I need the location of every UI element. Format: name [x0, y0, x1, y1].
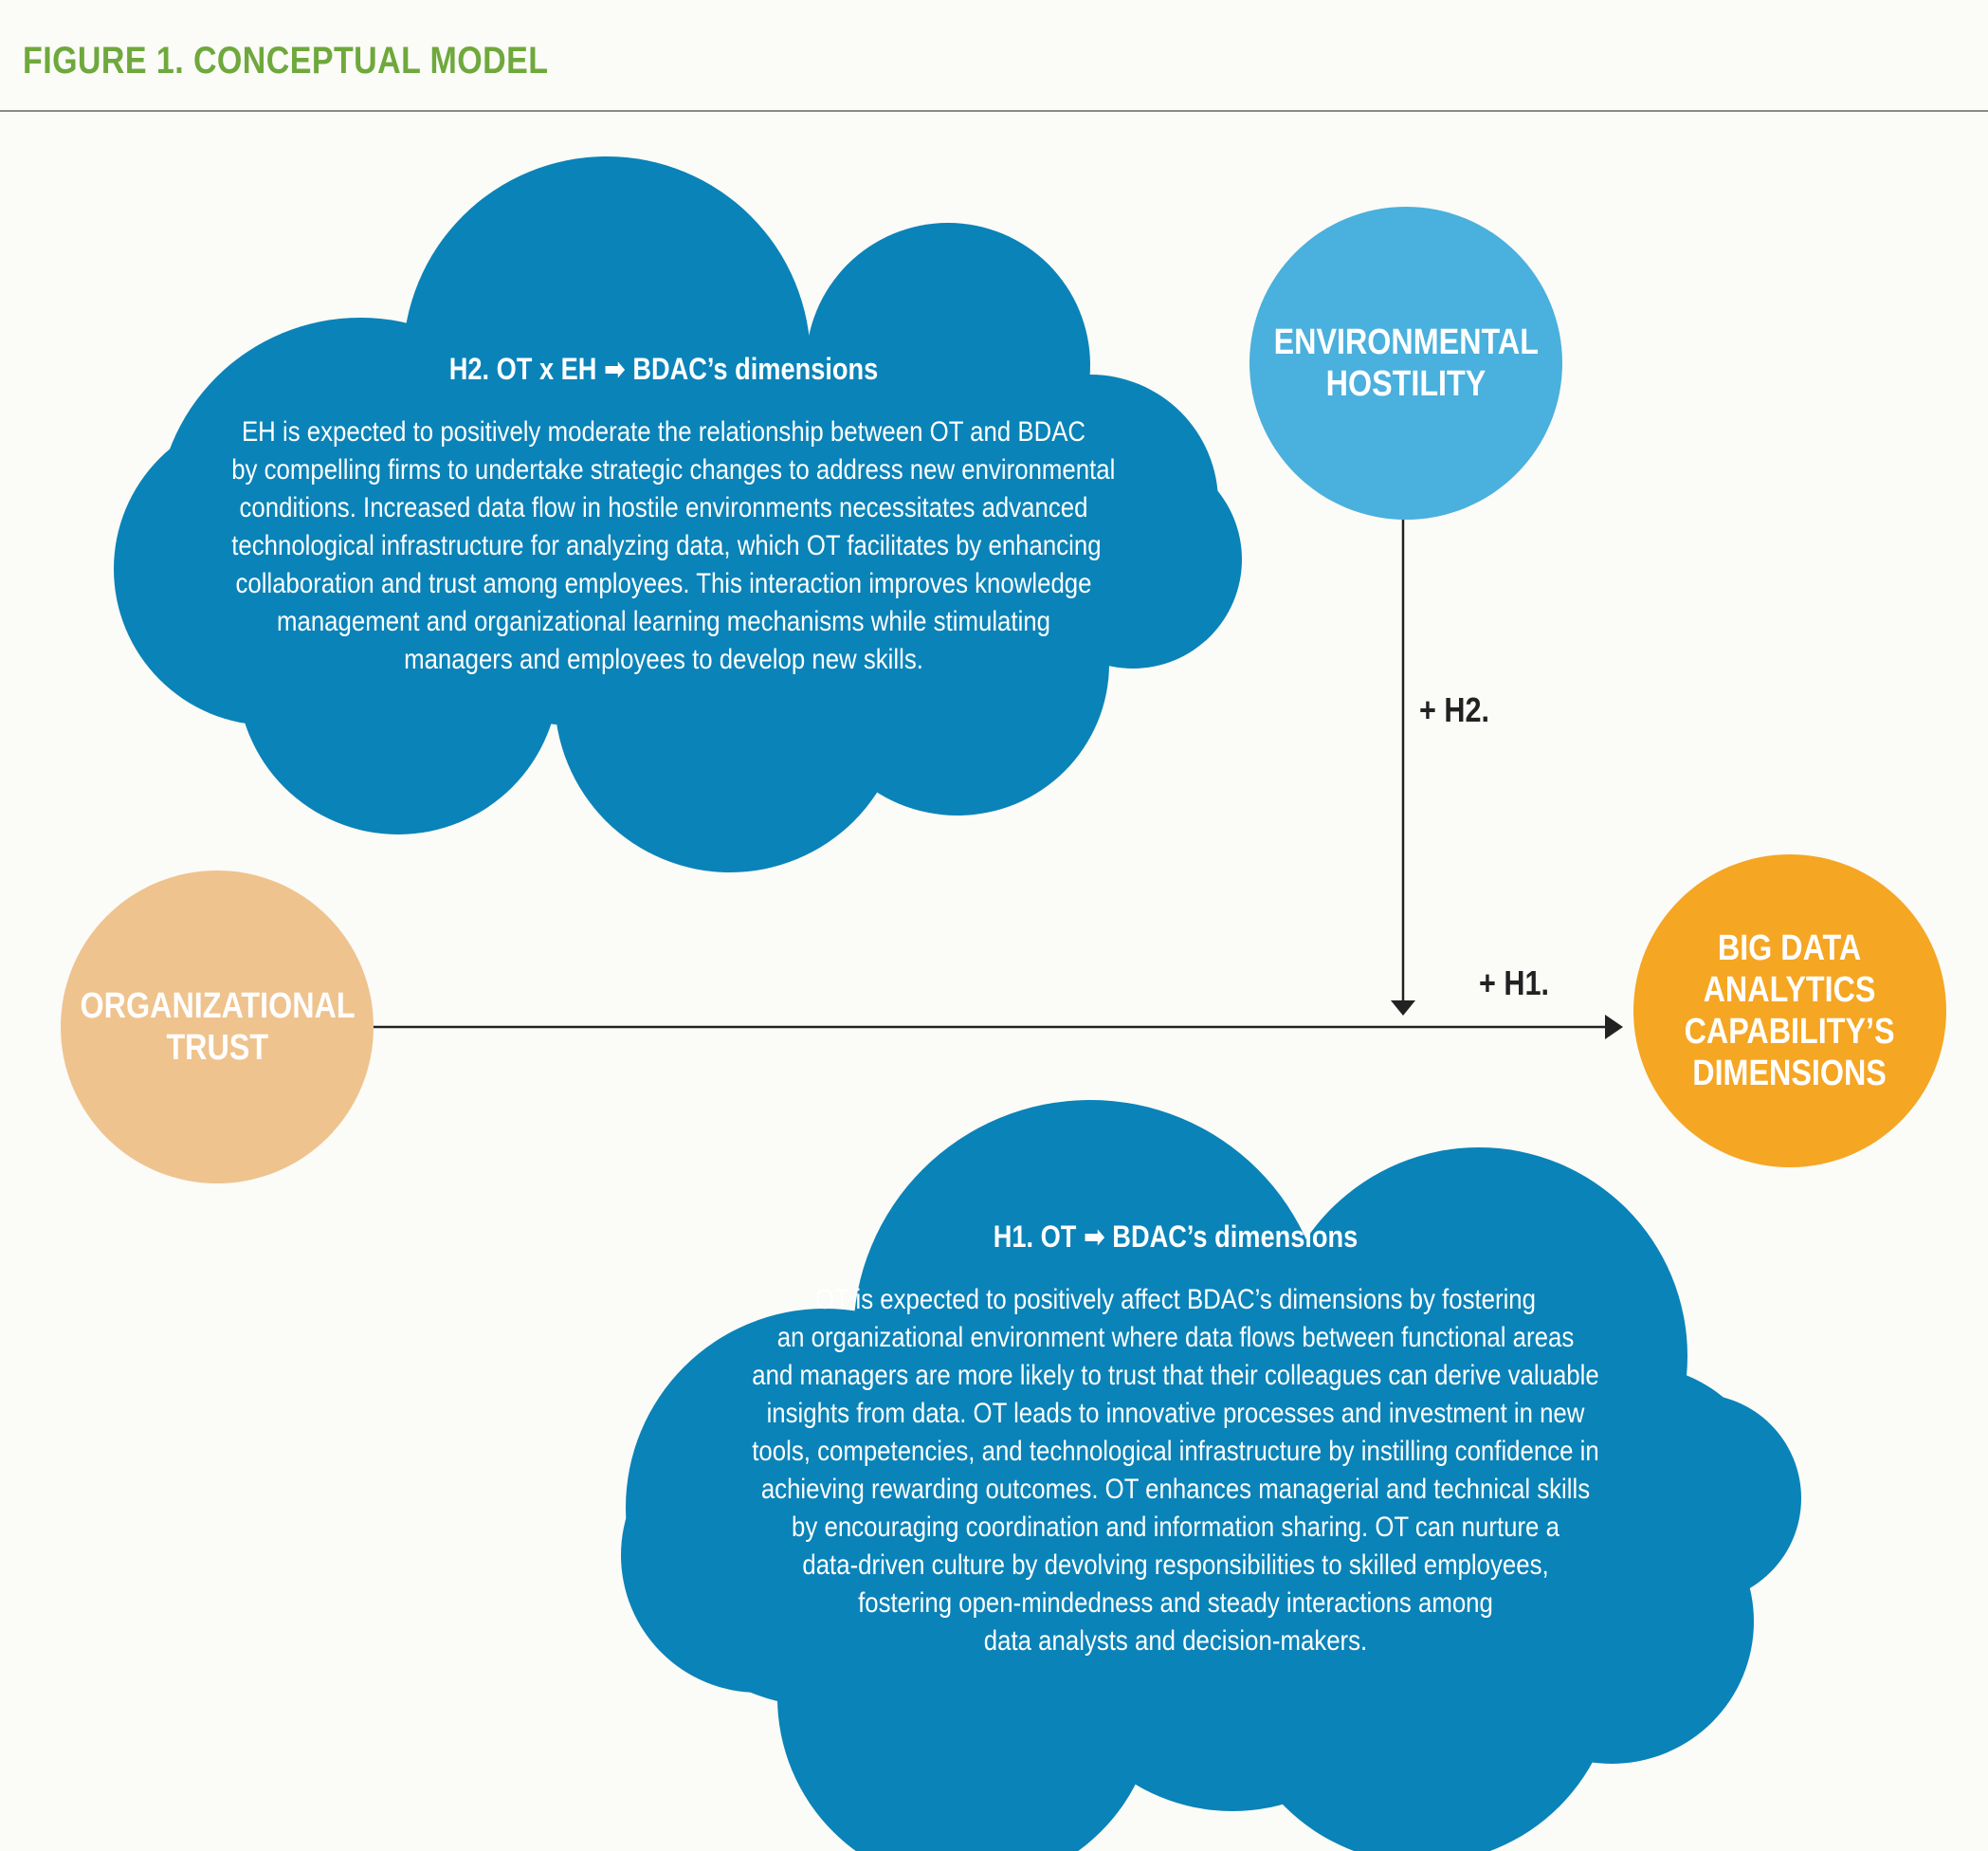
bdac-label: BIG DATA ANALYTICS CAPABILITY’S DIMENSIO…: [1685, 928, 1895, 1093]
h1-edge-label: + H1.: [1479, 963, 1549, 1002]
cloud-h1-line: by encouraging coordination and informat…: [792, 1512, 1559, 1543]
environmental-hostility-label: ENVIRONMENTAL HOSTILITY: [1273, 322, 1539, 404]
cloud-h1-line: and managers are more likely to trust th…: [752, 1360, 1599, 1391]
cloud-h1-body: OT is expected to positively affect BDAC…: [736, 1281, 1616, 1660]
cloud-h2-line: by compelling firms to undertake strateg…: [231, 454, 1116, 486]
organizational-trust-node: [61, 871, 374, 1183]
cloud-h2-body: EH is expected to positively moderate th…: [231, 413, 1116, 679]
cloud-h2-line: collaboration and trust among employees.…: [235, 568, 1092, 599]
cloud-h1-line: tools, competencies, and technological i…: [752, 1436, 1599, 1467]
title-divider: [0, 110, 1988, 112]
cloud-h2-text: H2. OT x EH ➡ BDAC’s dimensions EH is ex…: [161, 351, 1166, 679]
bdac-node: [1633, 854, 1946, 1167]
cloud-h2-line: technological infrastructure for analyzi…: [231, 530, 1102, 561]
cloud-h2-title: H2. OT x EH ➡ BDAC’s dimensions: [448, 352, 879, 386]
cloud-h1-line: achieving rewarding outcomes. OT enhance…: [760, 1474, 1591, 1505]
h2-edge-label: + H2.: [1419, 690, 1489, 729]
cloud-h1-line: OT is expected to positively affect BDAC…: [814, 1284, 1537, 1315]
cloud-h2-line: managers and employees to develop new sk…: [404, 644, 923, 675]
cloud-h1-line: an organizational environment where data…: [776, 1322, 1575, 1353]
cloud-h2-shape: [114, 156, 1242, 872]
cloud-h1-text: H1. OT ➡ BDAC’s dimensions OT is expecte…: [664, 1219, 1687, 1660]
h1-arrowhead: [1605, 1015, 1623, 1039]
figure-title: FIGURE 1. CONCEPTUAL MODEL: [23, 40, 549, 82]
cloud-h1-line: data analysts and decision-makers.: [983, 1625, 1368, 1657]
h2-arrowhead: [1391, 1000, 1415, 1016]
cloud-h2-line: EH is expected to positively moderate th…: [241, 416, 1086, 448]
environmental-hostility-node: [1249, 207, 1562, 520]
cloud-h2-line: conditions. Increased data flow in hosti…: [239, 492, 1088, 523]
cloud-h1-line: fostering open-mindedness and steady int…: [858, 1587, 1493, 1619]
cloud-h2-line: management and organizational learning m…: [276, 606, 1051, 637]
cloud-h1-title: H1. OT ➡ BDAC’s dimensions: [993, 1219, 1359, 1254]
cloud-h1-line: insights from data. OT leads to innovati…: [766, 1398, 1585, 1429]
cloud-h1-line: data-driven culture by devolving respons…: [802, 1549, 1549, 1581]
cloud-h1-shape: [621, 1100, 1801, 1851]
organizational-trust-label: ORGANIZATIONAL TRUST: [80, 986, 356, 1068]
